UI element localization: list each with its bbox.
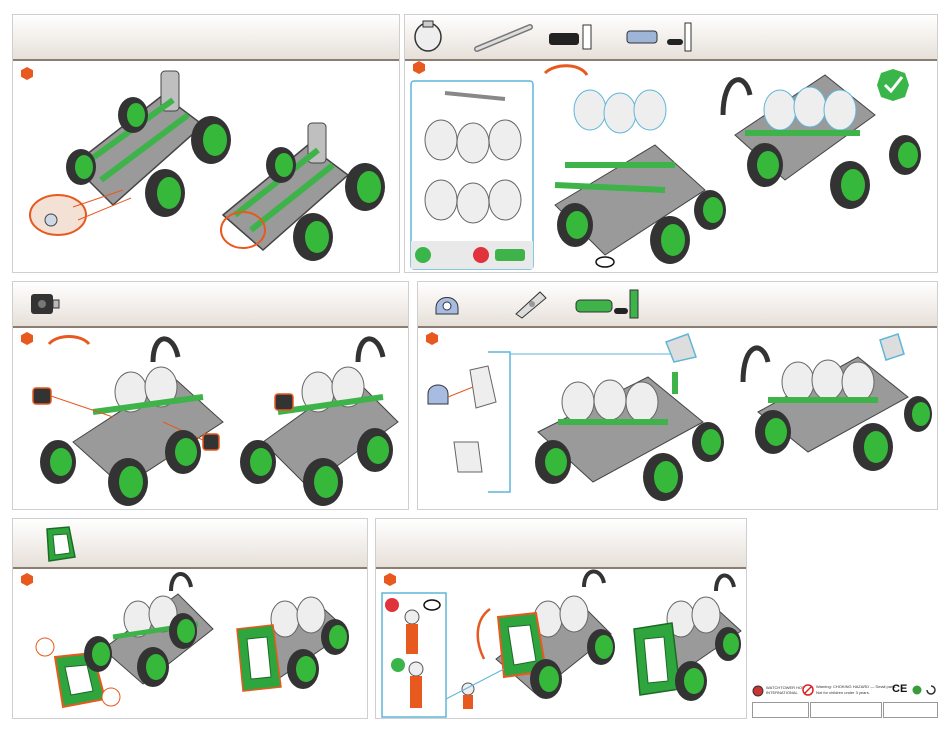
step-4-illustration [418, 282, 939, 511]
green-dot-icon [912, 685, 922, 695]
wheel-d1 [747, 143, 783, 187]
eye-icon [424, 600, 440, 610]
check-badge-icon [877, 69, 909, 101]
rotate-arrow [49, 337, 89, 345]
footer-box-1 [752, 702, 809, 718]
wheel-c1 [557, 203, 593, 247]
connector-callout-left [33, 388, 51, 404]
step-2-panel [404, 14, 938, 273]
wheel-e2 [108, 458, 148, 506]
astronaut-small [462, 683, 474, 709]
wheel-k1 [530, 659, 562, 699]
step-4-panel [417, 281, 938, 510]
astronaut-right [409, 662, 423, 708]
footer-area: WATCHTOWER HOBBY INTERNATIONAL Warning: … [752, 682, 938, 720]
wheel-i3 [169, 613, 197, 649]
wheel-c2 [650, 216, 690, 264]
rover-e [73, 339, 223, 487]
wheel-f3 [357, 428, 393, 472]
eye-icon [596, 257, 614, 267]
wheel-c3 [694, 190, 726, 230]
wheel-e1 [40, 440, 76, 484]
tank-assembly-callout [411, 81, 533, 269]
wheel-h3 [904, 396, 932, 432]
ce-mark: CE [892, 683, 907, 695]
tank-row-bottom [425, 180, 521, 223]
wheel-g1 [535, 440, 571, 484]
wheel-h2 [853, 423, 893, 471]
wheel-a4 [66, 149, 96, 185]
step-3-illustration [13, 282, 410, 511]
step-5-illustration [13, 519, 369, 720]
wheel-f1 [240, 440, 276, 484]
wheel-b2 [293, 213, 333, 261]
wheel-d3 [889, 135, 921, 175]
no-icon [473, 247, 489, 263]
brand-line-2: INTERNATIONAL [766, 690, 798, 695]
footer-box-3 [883, 702, 938, 718]
warning-line-1: Warning: CHOKING HAZARD — Small parts. [816, 684, 897, 689]
wheel-a2 [145, 169, 185, 217]
footer-box-2 [810, 702, 882, 718]
connector-callout-right [203, 434, 219, 450]
wheel-f2 [303, 458, 343, 506]
wheel-i2 [137, 647, 169, 687]
wheel-l2 [715, 627, 741, 661]
rotate-arrow [545, 66, 587, 75]
recycle-icon [926, 685, 936, 695]
wheel-i1 [84, 636, 112, 672]
wheel-d2 [830, 161, 870, 209]
no-small-parts-icon [802, 684, 814, 696]
brand-gear-icon [752, 685, 764, 697]
wheel-a1 [191, 116, 231, 164]
ok-icon [391, 658, 405, 672]
wheel-h1 [755, 410, 791, 454]
no-icon [385, 598, 399, 612]
step-1-panel [12, 14, 400, 273]
warning-line-2: Not for children under 3 years. [816, 690, 870, 695]
wheel-l1 [675, 661, 707, 701]
wheel-e3 [165, 430, 201, 474]
step-5-panel [12, 518, 368, 719]
step-2-illustration [405, 15, 939, 274]
wheel-b1 [345, 163, 385, 211]
wheel-j1 [287, 649, 319, 689]
figure-callout [382, 593, 446, 717]
step-3-panel [12, 281, 409, 510]
wheel-g2 [643, 453, 683, 501]
wheel-g3 [692, 422, 724, 462]
astronaut-wrong [405, 610, 419, 654]
step-6-illustration [376, 519, 748, 720]
wheel-a3 [118, 97, 148, 133]
step-6-panel [375, 518, 747, 719]
step-1-illustration [13, 15, 401, 274]
wheel-k2 [587, 629, 615, 665]
wheel-b3 [266, 147, 296, 183]
brand-logo: WATCHTOWER HOBBY INTERNATIONAL [752, 684, 796, 698]
wheel-j2 [321, 619, 349, 655]
ok-icon [415, 247, 431, 263]
